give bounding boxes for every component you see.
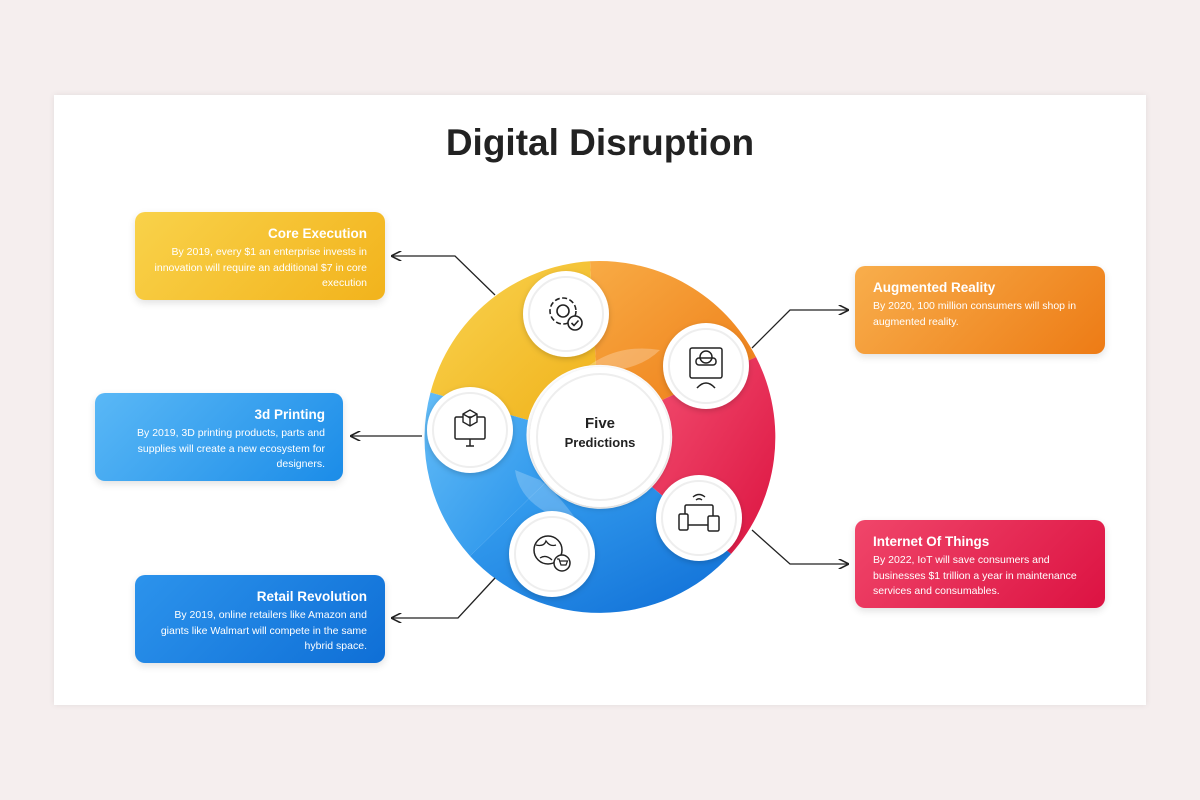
center-circle (530, 367, 670, 507)
connector-ar (751, 310, 848, 349)
connector-retail (392, 577, 496, 618)
connector-core (392, 256, 496, 296)
center-label: Five Predictions (535, 415, 665, 450)
card-internet-of-things: Internet Of Things By 2022, IoT will sav… (855, 520, 1105, 608)
card-text: By 2019, 3D printing products, parts and… (137, 427, 325, 470)
center-label-line1: Five (584, 415, 615, 432)
card-title: 3d Printing (254, 407, 326, 422)
card-retail-revolution: Retail Revolution By 2019, online retail… (135, 575, 385, 663)
card-title: Internet Of Things (873, 534, 990, 549)
card-text: By 2022, IoT will save consumers and bus… (873, 554, 1077, 597)
card-3d-printing: 3d Printing By 2019, 3D printing product… (95, 393, 343, 481)
page-title: Digital Disruption (445, 122, 755, 163)
vr-headset-icon (663, 323, 749, 409)
globe-cart-icon (509, 511, 595, 597)
connected-devices-icon (656, 475, 742, 561)
monitor-3d-cube-icon (427, 387, 513, 473)
center-label-line2: Predictions (564, 435, 636, 450)
card-text: By 2019, every $1 an enterprise invests … (154, 246, 367, 289)
card-title: Augmented Reality (873, 280, 996, 295)
card-augmented-reality: Augmented Reality By 2020, 100 million c… (855, 266, 1105, 354)
card-text: By 2019, online retailers like Amazon an… (160, 609, 367, 652)
card-core-execution: Core Execution By 2019, every $1 an ente… (135, 212, 385, 300)
card-text: By 2020, 100 million consumers will shop… (873, 300, 1077, 328)
card-title: Retail Revolution (256, 589, 367, 604)
card-title: Core Execution (267, 226, 367, 241)
gear-check-icon (523, 271, 609, 357)
connector-iot (751, 529, 848, 564)
